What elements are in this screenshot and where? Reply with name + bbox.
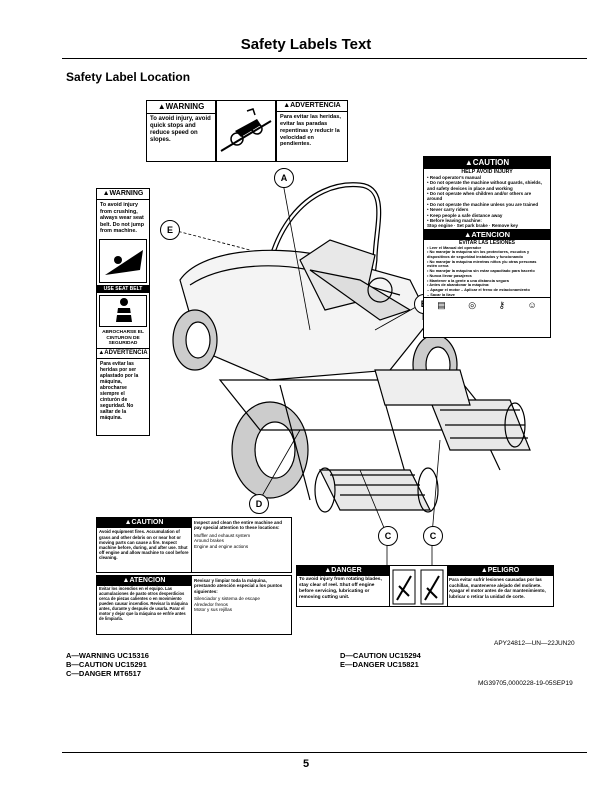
people-icon: ☺ [527,300,537,311]
book-icon: ▤ [437,300,446,311]
atencion-d: ▲ATENCION Evitar los incendios en el equ… [96,575,192,635]
warning-left-header: ▲WARNING [97,189,149,201]
caution-subheader: HELP AVOID INJURY [461,168,513,175]
callout-c2: C [423,526,443,546]
warning-text: To avoid injury, avoid quick stops and r… [150,115,211,144]
caution-lines: • Read operator's manual• Do not operate… [427,174,542,229]
tip-over-pictogram-icon [220,108,272,152]
legend-right: D—CAUTION UC15294 E—DANGER UC15821 [340,651,421,669]
key-icon: ⚷ [498,300,506,311]
label-warning-left: ▲WARNING To avoid injury from crushing, … [96,188,150,436]
section-title: Safety Label Location [66,70,191,84]
reel-hazard-icon [389,566,448,606]
label-pictogram-top [216,100,276,162]
mower-illustration [172,182,531,513]
seat-belt-icon [99,294,147,327]
advertencia-left-text: Para evitar las heridas por ser aplastad… [100,361,139,422]
atencion-subheader: EVITAR LAS LESIONES [458,239,516,246]
page-title: Safety Labels Text [240,36,372,53]
advertencia-text: Para evitar las heridas, evitar las para… [280,114,341,148]
label-caution-right: ▲CAUTION HELP AVOID INJURY • Read operat… [423,156,551,338]
caution-d: ▲CAUTION Avoid equipment fires. Accumula… [96,517,192,573]
atencion-d-header: ▲ATENCION [97,576,191,587]
inspect-d: Inspect and clean the entire machine and… [192,517,292,573]
page-number: 5 [302,758,310,770]
inspect-d-text: Inspect and clean the entire machine and… [194,520,283,531]
callout-d: D [249,494,269,514]
caution-d-header: ▲CAUTION [97,518,191,529]
advertencia-header: ▲ADVERTENCIA [277,101,347,113]
label-caution-bottom: ▲CAUTION Avoid equipment fires. Accumula… [96,517,292,635]
legend-left: A—WARNING UC15316 B—CAUTION UC15291 C—DA… [66,651,149,678]
crush-pictogram-icon [99,238,147,283]
peligro-c-text: Para evitar sufrir lesiones causadas por… [449,577,546,599]
figure-ref: APY24812—UN—22JUN20 [494,640,575,647]
revisar-d-text: Revisar y limpiar toda la máquina, prest… [194,578,283,594]
callout-c1: C [378,526,398,546]
footer-rule [62,752,587,753]
label-danger-bottom: ▲DANGER To avoid injury from rotating bl… [296,565,554,607]
atencion-header: ▲ATENCION [424,228,550,240]
symbol-row: ▤ ◎ ⚷ ☺ [424,297,550,313]
atencion-d-text: Evitar los incendios en el equipo. Las a… [99,586,188,621]
atencion-lines: • Leer el Manual del operador• No maneja… [427,244,537,297]
brake-icon: ◎ [468,300,477,311]
danger-c-header: ▲DANGER [297,566,389,577]
seat-belt-text: USE SEAT BELT [97,284,149,293]
callout-e: E [160,220,180,240]
revisar-d: Revisar y limpiar toda la máquina, prest… [192,575,292,635]
warning-header: ▲WARNING [147,101,215,114]
label-warning-top: ▲WARNING To avoid injury, avoid quick st… [146,100,216,162]
warning-left-text: To avoid injury from crushing, always we… [100,202,145,235]
doc-ref: MG39705,0000228-19-05SEP19 [478,680,573,687]
title-rule [62,58,587,59]
peligro-c-header: ▲PELIGRO [447,566,553,577]
callout-a: A [274,168,294,188]
label-advertencia-top: ▲ADVERTENCIA Para evitar las heridas, ev… [276,100,348,162]
peligro-c: ▲PELIGRO Para evitar sufrir lesiones cau… [447,566,553,606]
abrocharse-text: ABROCHARSE EL CINTURON DE SEGURIDAD [102,329,144,347]
danger-c: ▲DANGER To avoid injury from rotating bl… [297,566,390,606]
advertencia-left-header: ▲ADVERTENCIA [97,348,149,360]
danger-c-text: To avoid injury from rotating blades, st… [299,577,382,600]
caution-d-text: Avoid equipment fires. Accumulation of g… [99,529,189,561]
caution-header: ▲CAUTION [424,157,550,169]
